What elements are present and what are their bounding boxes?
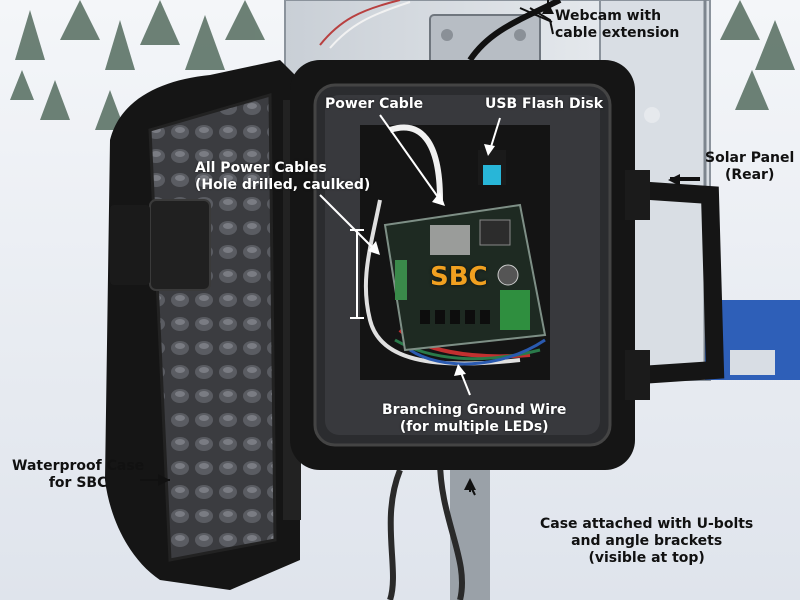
webcam-label-line-1: Webcam with: [555, 8, 662, 24]
case-attached-line-1: Case attached with U-bolts: [540, 516, 754, 532]
case-attached-line-2: and angle brackets: [571, 533, 723, 549]
all-power-cables-line-1: All Power Cables: [195, 160, 327, 176]
case-attached-label: Case attached with U-bolts and angle bra…: [540, 516, 753, 567]
all-power-cables-line-2: (Hole drilled, caulked): [195, 177, 371, 193]
solar-panel-line-1: Solar Panel: [705, 150, 795, 166]
waterproof-case-label: Waterproof Case for SBC: [12, 458, 144, 492]
ground-wire-line-2: (for multiple LEDs): [399, 419, 549, 435]
waterproof-case-line-2: for SBC: [48, 475, 108, 491]
ground-wire-label: Branching Ground Wire (for multiple LEDs…: [382, 402, 566, 436]
webcam-label-line-2: cable extension: [555, 25, 680, 41]
sbc-label: SBC: [430, 262, 488, 292]
solar-panel-label: Solar Panel (Rear): [705, 150, 794, 184]
webcam-label: Webcam with cable extension: [555, 8, 679, 42]
usb-flash-disk-label: USB Flash Disk: [485, 96, 604, 112]
power-cable-label: Power Cable: [325, 96, 424, 112]
solar-panel-line-2: (Rear): [724, 167, 775, 183]
waterproof-case-line-1: Waterproof Case: [12, 458, 145, 474]
case-attached-line-3: (visible at top): [588, 550, 705, 566]
ground-wire-line-1: Branching Ground Wire: [382, 402, 567, 418]
all-power-cables-label: All Power Cables (Hole drilled, caulked): [195, 160, 370, 194]
